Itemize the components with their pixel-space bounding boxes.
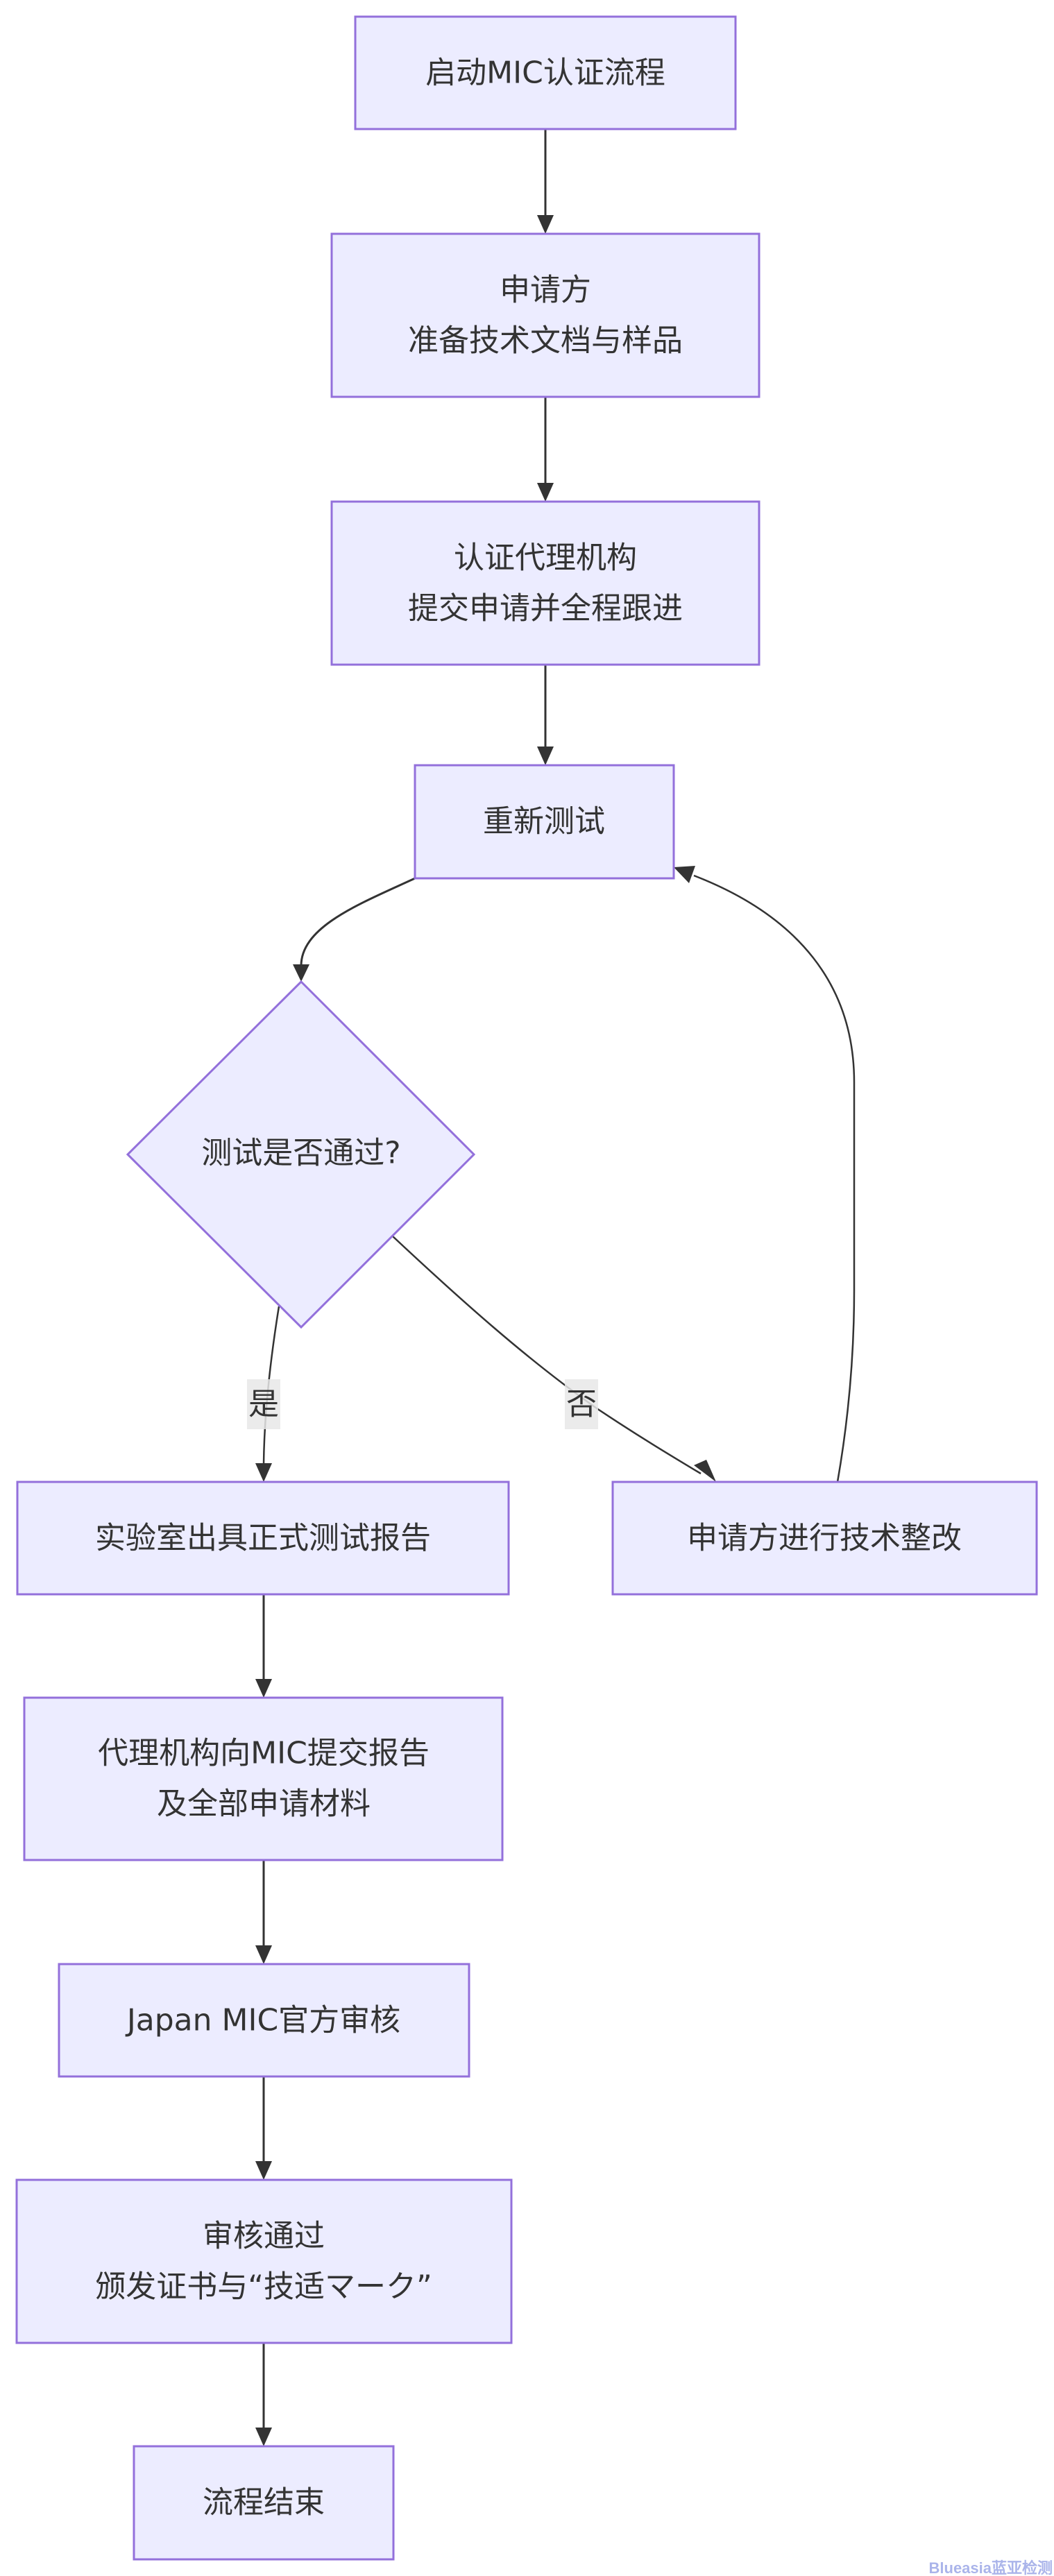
node-approved[interactable]: 审核通过 颁发证书与“技适マーク” bbox=[15, 2178, 513, 2344]
node-retest-label: 重新测试 bbox=[483, 804, 605, 839]
edge-start-to-applicant-prepare bbox=[537, 130, 554, 234]
arrowhead-icon bbox=[537, 483, 554, 502]
node-applicant-prepare[interactable]: 申请方 准备技术文档与样品 bbox=[330, 232, 760, 398]
node-start-label: 启动MIC认证流程 bbox=[425, 56, 665, 91]
node-agency-submit[interactable]: 认证代理机构 提交申请并全程跟进 bbox=[330, 500, 760, 666]
edge-retest-to-decision bbox=[293, 877, 416, 982]
node-agency-submit-line-2: 提交申请并全程跟进 bbox=[408, 591, 683, 626]
node-applicant-fix-label: 申请方进行技术整改 bbox=[687, 1521, 962, 1556]
edge-approved-to-end bbox=[255, 2344, 272, 2446]
node-start[interactable]: 启动MIC认证流程 bbox=[354, 15, 737, 130]
node-applicant-prepare-line-2: 准备技术文档与样品 bbox=[408, 323, 683, 359]
edge-label-yes-text: 是 bbox=[248, 1387, 279, 1422]
arrowhead-icon bbox=[255, 1679, 272, 1698]
node-mic-review-label: Japan MIC官方审核 bbox=[125, 2003, 400, 2038]
node-agency-to-mic-line-1: 代理机构向MIC提交报告 bbox=[98, 1736, 430, 1771]
edge-mic-review-to-approved bbox=[255, 2077, 272, 2180]
node-applicant-prepare-line-1: 申请方 bbox=[500, 273, 591, 308]
watermark: Blueasia蓝亚检测 bbox=[929, 2559, 1053, 2576]
edge-lab-report-to-agency-to-mic bbox=[255, 1595, 272, 1698]
node-lab-report[interactable]: 实验室出具正式测试报告 bbox=[16, 1481, 510, 1596]
node-decision-label: 测试是否通过? bbox=[201, 1136, 400, 1171]
edge-label-no-text: 否 bbox=[566, 1387, 597, 1422]
node-mic-review[interactable]: Japan MIC官方审核 bbox=[58, 1963, 470, 2078]
edge-agency-to-mic-to-mic-review bbox=[255, 1861, 272, 1964]
arrowhead-icon bbox=[293, 964, 309, 982]
edge-applicant-prepare-to-agency-submit bbox=[537, 398, 554, 502]
node-end-label: 流程结束 bbox=[203, 2485, 325, 2520]
node-decision[interactable]: 测试是否通过? bbox=[126, 980, 476, 1329]
node-end[interactable]: 流程结束 bbox=[133, 2445, 395, 2561]
node-agency-to-mic-line-2: 及全部申请材料 bbox=[157, 1786, 371, 1822]
arrowhead-icon bbox=[674, 866, 695, 883]
node-approved-line-2: 颁发证书与“技适マーク” bbox=[95, 2269, 432, 2305]
edge-label-no: 否 bbox=[565, 1379, 598, 1429]
arrowhead-icon bbox=[255, 1463, 272, 1482]
arrowhead-icon bbox=[255, 2161, 272, 2180]
node-agency-to-mic[interactable]: 代理机构向MIC提交报告 及全部申请材料 bbox=[23, 1696, 504, 1861]
arrowhead-icon bbox=[255, 2428, 272, 2446]
edge-applicant-fix-to-retest bbox=[674, 866, 856, 1483]
node-approved-line-1: 审核通过 bbox=[203, 2219, 325, 2254]
node-agency-submit-line-1: 认证代理机构 bbox=[454, 540, 637, 576]
node-retest[interactable]: 重新测试 bbox=[414, 764, 675, 880]
edge-decision-to-applicant-fix bbox=[392, 1236, 716, 1482]
node-applicant-fix[interactable]: 申请方进行技术整改 bbox=[611, 1481, 1038, 1596]
node-lab-report-label: 实验室出具正式测试报告 bbox=[95, 1521, 431, 1556]
edge-label-yes: 是 bbox=[247, 1379, 280, 1429]
edge-agency-submit-to-retest bbox=[537, 665, 554, 765]
arrowhead-icon bbox=[537, 747, 554, 765]
edges bbox=[255, 130, 856, 2446]
arrowhead-icon bbox=[255, 1945, 272, 1964]
arrowhead-icon bbox=[694, 1460, 716, 1482]
arrowhead-icon bbox=[537, 215, 554, 234]
